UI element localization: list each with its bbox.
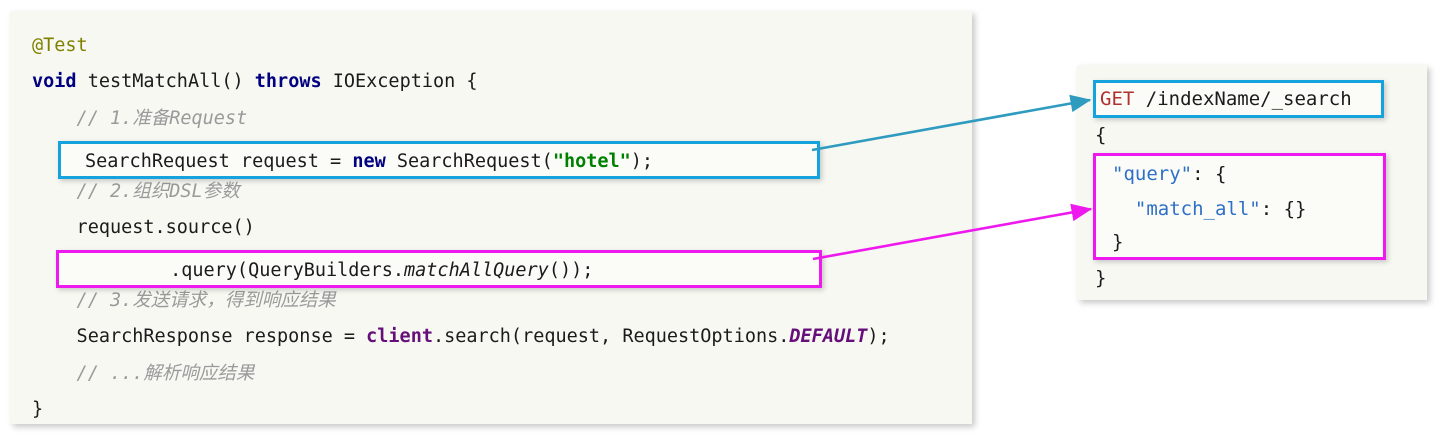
code-token-method-name: testMatchAll() <box>76 71 255 92</box>
dsl-close-brace: } <box>1095 267 1107 289</box>
code-line-method-signature: void testMatchAll() throws IOException { <box>32 72 478 92</box>
highlight-box-query-object: "query": { "match_all": {} } <box>1093 153 1386 260</box>
code-token-request-decl: SearchRequest request = <box>85 151 353 172</box>
code-token-source-call: request.source() <box>32 217 255 238</box>
code-line-comment-3: // 3.发送请求，得到响应结果 <box>32 291 336 311</box>
code-token-comment: // 1.准备Request <box>32 108 248 129</box>
code-token-terminator: ); <box>630 151 654 172</box>
dsl-line-query: "query": { <box>1112 164 1226 185</box>
dsl-open-brace: { <box>1095 124 1107 146</box>
code-line-comment-2: // 2.组织DSL参数 <box>32 182 240 202</box>
http-path: /indexName/_search <box>1134 88 1352 110</box>
code-token-comment: // 2.组织DSL参数 <box>32 181 240 202</box>
code-token-matchallquery: matchAllQuery <box>404 260 549 281</box>
code-token-response-decl: SearchResponse response = <box>32 326 367 347</box>
code-token-comment: // ...解析响应结果 <box>32 363 255 384</box>
code-token-default: DEFAULT <box>789 326 868 347</box>
code-line-search-response: SearchResponse response = client.search(… <box>32 327 890 347</box>
dsl-punc-empty-object: : {} <box>1260 198 1307 220</box>
code-line-comment-4: // ...解析响应结果 <box>32 363 255 384</box>
dsl-line-match-all: "match_all": {} <box>1112 198 1307 220</box>
code-token-annotation: @Test <box>32 35 88 56</box>
code-token-comment: // 3.发送请求，得到响应结果 <box>32 290 336 311</box>
code-token-throws: throws <box>254 71 322 92</box>
code-token-search-call: .search(request, RequestOptions. <box>432 326 790 347</box>
http-request-line: GET /indexName/_search <box>1100 89 1352 110</box>
code-token-brace: } <box>32 399 44 420</box>
code-token-index-string: "hotel" <box>552 151 631 172</box>
dsl-punc-open: : { <box>1192 163 1227 185</box>
code-token-new: new <box>352 151 386 172</box>
code-token-query-call: .query(QueryBuilders. <box>81 260 405 281</box>
highlight-text-search-request: SearchRequest request = new SearchReques… <box>85 152 653 172</box>
code-token-void: void <box>32 71 77 92</box>
code-line-request-source: request.source() <box>32 218 255 238</box>
code-token-client: client <box>366 326 433 347</box>
highlight-box-search-request: SearchRequest request = new SearchReques… <box>58 141 820 179</box>
dsl-line-query-close: } <box>1112 232 1123 253</box>
highlight-text-query-builder: .query(QueryBuilders.matchAllQuery()); <box>81 261 593 281</box>
code-line-closing-brace: } <box>32 400 43 420</box>
code-token-exception: IOException { <box>321 71 478 92</box>
dsl-key-query: "query" <box>1112 163 1193 185</box>
java-code-panel: @Test void testMatchAll() throws IOExcep… <box>10 11 972 424</box>
highlight-box-http-request-line: GET /indexName/_search <box>1093 80 1384 118</box>
dsl-punc-close: } <box>1112 231 1124 253</box>
highlight-box-query-builder: .query(QueryBuilders.matchAllQuery()); <box>56 250 822 288</box>
code-token-ctor: SearchRequest( <box>385 151 553 172</box>
code-line-annotation: @Test <box>32 36 88 56</box>
code-line-comment-1: // 1.准备Request <box>32 108 248 129</box>
code-token-terminator: ()); <box>548 260 594 281</box>
code-token-close-paren: ); <box>867 326 890 347</box>
http-verb-get: GET <box>1100 88 1135 110</box>
dsl-key-match-all: "match_all" <box>1112 198 1261 220</box>
